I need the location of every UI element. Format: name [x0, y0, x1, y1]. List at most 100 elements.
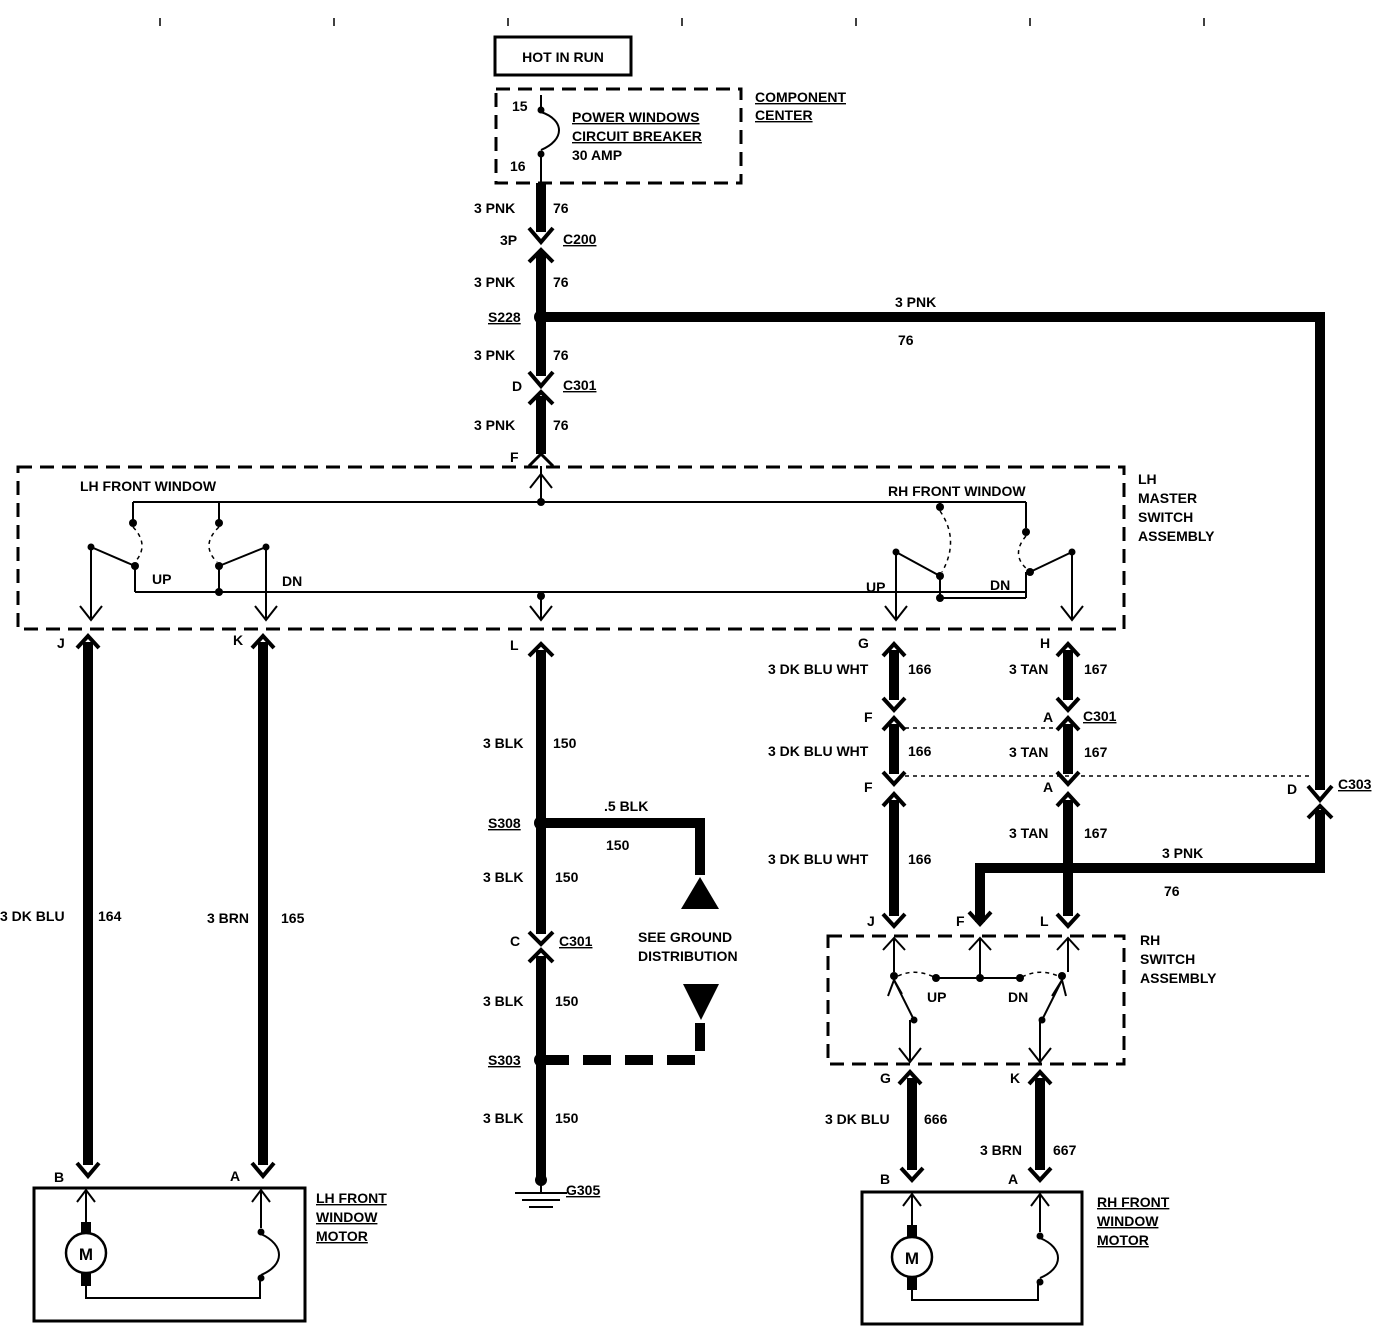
rh-w1-num: 166	[908, 661, 932, 677]
rh-motor-pin-b: B	[880, 1171, 890, 1187]
lh-motor-internals	[64, 1188, 280, 1299]
rh-w3b-num: 167	[1084, 825, 1108, 841]
breaker-label-1: POWER WINDOWS	[572, 109, 700, 125]
breaker-pin-16: 16	[510, 158, 526, 174]
wire1-gauge: 3 PNK	[474, 200, 515, 216]
rh-c301-pin-a: A	[1043, 709, 1053, 725]
wire2-gauge: 3 PNK	[474, 274, 515, 290]
wire2-num: 76	[553, 274, 569, 290]
lh-blu-gauge: 3 DK BLU	[0, 908, 65, 924]
lh-up-label: UP	[152, 571, 171, 587]
master-label-4: ASSEMBLY	[1138, 528, 1215, 544]
c301-label-top: C301	[563, 377, 597, 393]
c200-pin: 3P	[500, 232, 517, 248]
rh-motor-label-2: WINDOW	[1097, 1213, 1159, 1229]
lh-motor-m: M	[79, 1245, 93, 1264]
master-switch-internals	[79, 466, 1084, 622]
rh-dn-label: DN	[990, 577, 1010, 593]
rh-switch-up: UP	[927, 989, 946, 1005]
rh-motor-wires	[897, 1069, 1053, 1183]
c301-pin-d: D	[512, 378, 522, 394]
lh-blu-num: 164	[98, 908, 122, 924]
master-pin-g: G	[858, 635, 869, 651]
lh-master-switch-box	[16, 465, 1126, 631]
right-feed-gauge: 3 PNK	[895, 294, 936, 310]
master-label-1: LH	[1138, 471, 1157, 487]
rh-w2-num: 166	[908, 743, 932, 759]
rh-switch-pin-f: F	[956, 913, 965, 929]
lh-dn-label: DN	[282, 573, 302, 589]
s308-label: S308	[488, 815, 521, 831]
rh-brn-num: 667	[1053, 1142, 1077, 1158]
rh-up-label: UP	[866, 579, 885, 595]
rh-feed-num: 76	[1164, 883, 1180, 899]
ground-w3-num: 150	[555, 993, 579, 1009]
rh-motor-box	[860, 1190, 1084, 1326]
rh-c301-pin-f: F	[864, 709, 873, 725]
see-ground-2: DISTRIBUTION	[638, 948, 738, 964]
ground-w1-num: 150	[553, 735, 577, 751]
ground-w3-gauge: 3 BLK	[483, 993, 523, 1009]
wire4-gauge: 3 PNK	[474, 417, 515, 433]
right-feed-wire	[541, 312, 1334, 922]
rh-w3b-gauge: 3 TAN	[1009, 825, 1048, 841]
wire3-gauge: 3 PNK	[474, 347, 515, 363]
hot-in-run-label: HOT IN RUN	[522, 49, 604, 65]
lh-motor-label-3: MOTOR	[316, 1228, 368, 1244]
splice-s308	[534, 816, 548, 830]
master-pin-l: L	[510, 637, 519, 653]
rh-w2b-num: 167	[1084, 744, 1108, 760]
rh-switch-pin-k: K	[1010, 1070, 1020, 1086]
rh-c303-pin-f: F	[864, 779, 873, 795]
master-label-3: SWITCH	[1138, 509, 1193, 525]
rh-blu-num: 666	[924, 1111, 948, 1127]
rh-switch-label-3: ASSEMBLY	[1140, 970, 1217, 986]
rh-switch-pin-l: L	[1040, 913, 1049, 929]
rh-switch-pin-j: J	[867, 913, 875, 929]
component-center-label-1: COMPONENT	[755, 89, 846, 105]
rh-switch-wires	[881, 641, 1310, 929]
ground-w4-gauge: 3 BLK	[483, 1110, 523, 1126]
rh-motor-label-3: MOTOR	[1097, 1232, 1149, 1248]
branch-gauge: .5 BLK	[604, 798, 648, 814]
c301-pin-c: C	[510, 933, 520, 949]
lh-brn-num: 165	[281, 910, 305, 926]
ground-circuit-wire	[515, 641, 705, 1208]
main-feed-wire	[527, 183, 555, 468]
master-pin-k: K	[233, 632, 243, 648]
c303-pin-d: D	[1287, 781, 1297, 797]
page-ticks	[159, 18, 1205, 26]
wire4-num: 76	[553, 417, 569, 433]
wire1-num: 76	[553, 200, 569, 216]
ground-w2-num: 150	[555, 869, 579, 885]
master-label-2: MASTER	[1138, 490, 1197, 506]
master-pin-j: J	[57, 635, 65, 651]
c301-label-ground: C301	[559, 933, 593, 949]
right-feed-num: 76	[898, 332, 914, 348]
rh-motor-pin-a: A	[1008, 1171, 1018, 1187]
master-pin-h: H	[1040, 635, 1050, 651]
ground-arrow-down	[683, 984, 719, 1020]
rh-w2-gauge: 3 DK BLU WHT	[768, 743, 869, 759]
rh-motor-internals	[890, 1192, 1059, 1301]
rh-switch-pin-g: G	[880, 1070, 891, 1086]
ground-arrow-up	[681, 877, 719, 909]
c303-label: C303	[1338, 776, 1372, 792]
rh-w1b-num: 167	[1084, 661, 1108, 677]
branch-num: 150	[606, 837, 630, 853]
rh-w1-gauge: 3 DK BLU WHT	[768, 661, 869, 677]
ground-w2-gauge: 3 BLK	[483, 869, 523, 885]
rh-w3-gauge: 3 DK BLU WHT	[768, 851, 869, 867]
hot-in-run-box	[493, 35, 633, 77]
rh-w2b-gauge: 3 TAN	[1009, 744, 1048, 760]
rh-brn-gauge: 3 BRN	[980, 1142, 1022, 1158]
lh-brn-gauge: 3 BRN	[207, 910, 249, 926]
component-center-box	[494, 87, 743, 185]
c200-label: C200	[563, 231, 597, 247]
lh-motor-box	[32, 1186, 307, 1323]
lh-front-window-label: LH FRONT WINDOW	[80, 478, 217, 494]
wire3-num: 76	[553, 347, 569, 363]
see-ground-1: SEE GROUND	[638, 929, 732, 945]
lh-motor-wires	[75, 633, 276, 1180]
breaker-label-3: 30 AMP	[572, 147, 622, 163]
